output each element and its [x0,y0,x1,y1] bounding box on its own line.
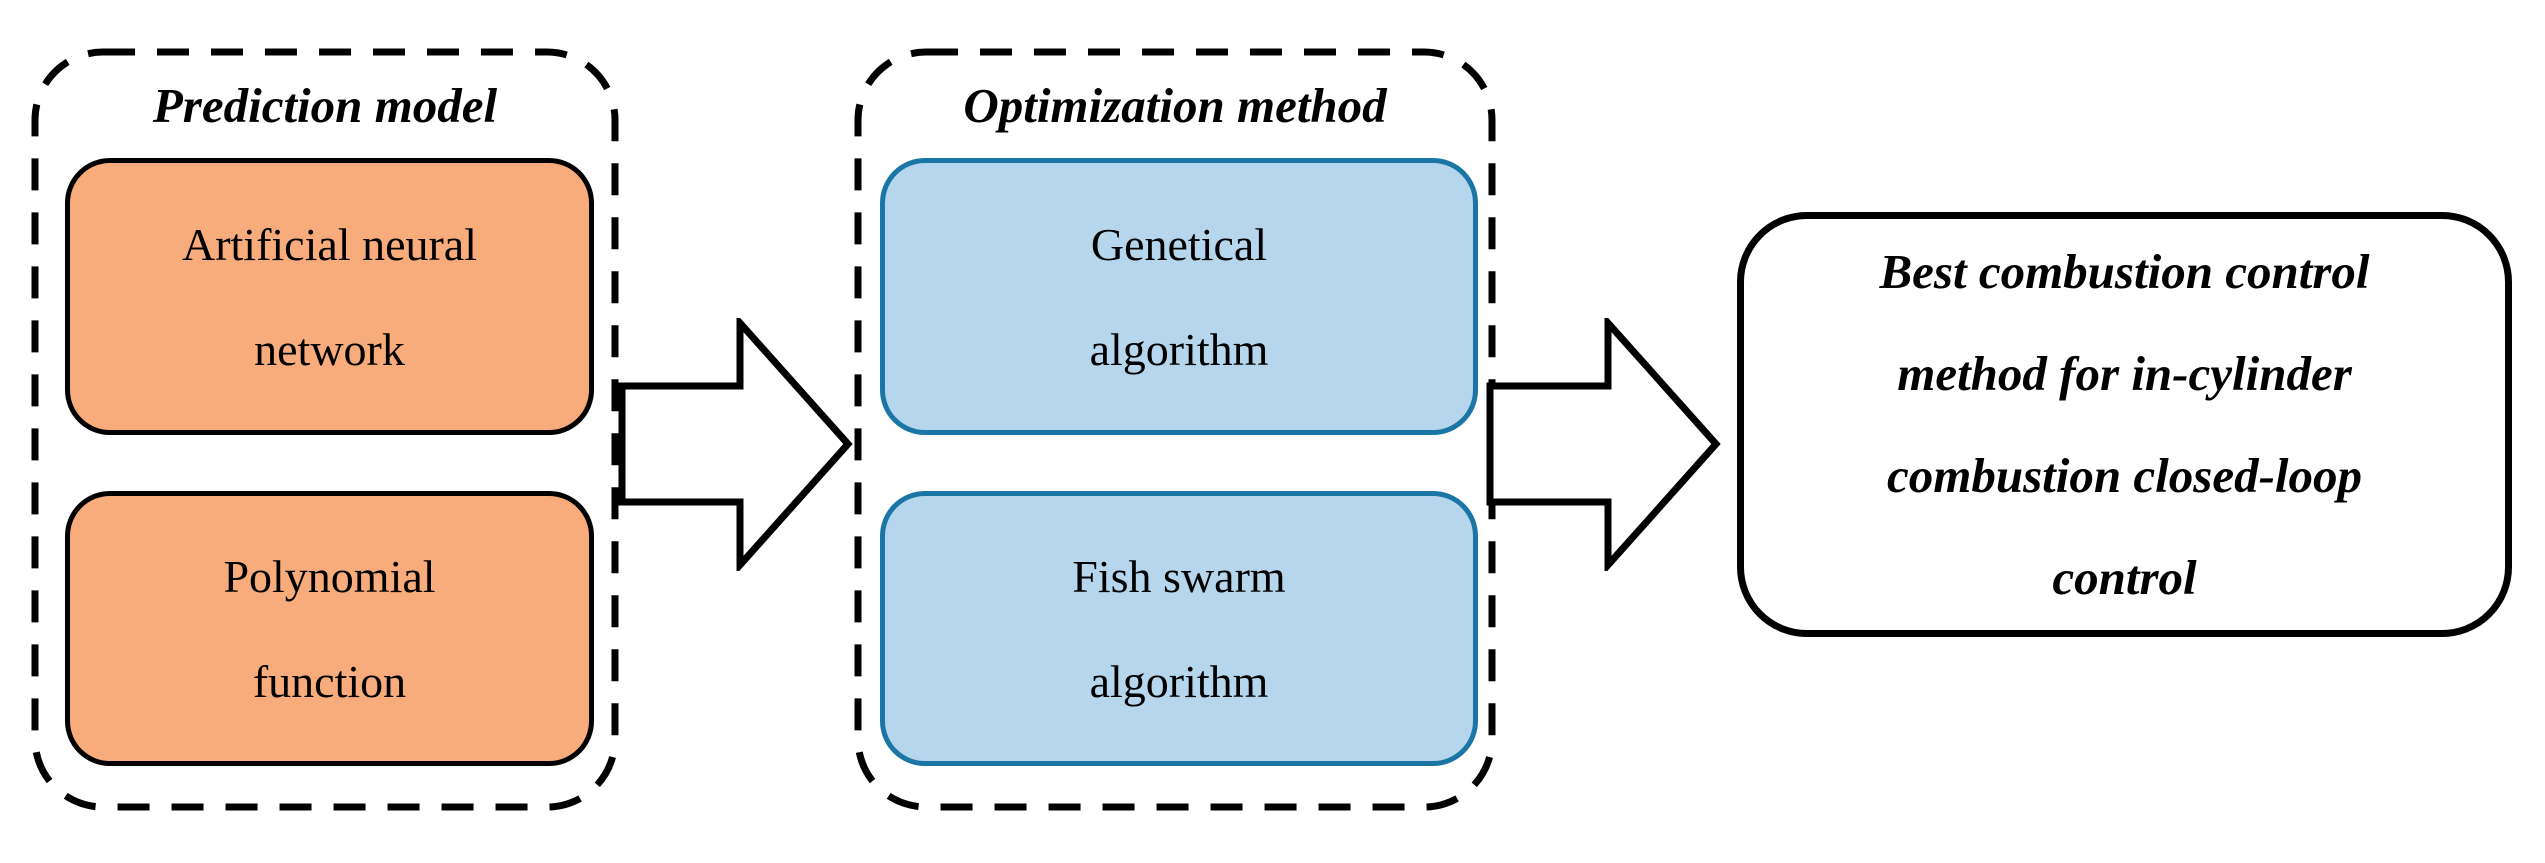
result-label-line: combustion closed-loop [1886,447,2363,503]
node-label-line: Genetical [1090,218,1268,270]
best-combustion-control-result-node: Best combustion control method for in-cy… [1737,212,2512,637]
genetical-algorithm-node: Genetical algorithm [880,158,1478,435]
flow-arrow-icon [1486,318,1721,571]
optimization-group: Optimization method Genetical algorithm … [854,48,1496,811]
prediction-group-title: Prediction model [152,78,498,133]
node-label-line: algorithm [1089,323,1269,375]
node-label-line: function [252,655,407,707]
node-label-line: Artificial neural [181,218,478,270]
fish-swarm-algorithm-node: Fish swarm algorithm [880,491,1478,766]
result-label-line: Best combustion control [1879,243,2370,299]
polynomial-function-node: Polynomial function [65,491,594,766]
result-label-line: control [2052,549,2197,605]
prediction-group: Prediction model Artificial neural netwo… [31,48,619,811]
node-label-line: network [254,323,405,375]
node-label-line: Polynomial [223,550,436,602]
artificial-neural-network-node: Artificial neural network [65,158,594,435]
optimization-group-title: Optimization method [963,78,1387,133]
result-label-line: method for in-cylinder [1897,345,2352,401]
node-label-line: Fish swarm [1072,550,1286,602]
node-label-line: algorithm [1089,655,1269,707]
flow-arrow-icon [618,318,853,571]
